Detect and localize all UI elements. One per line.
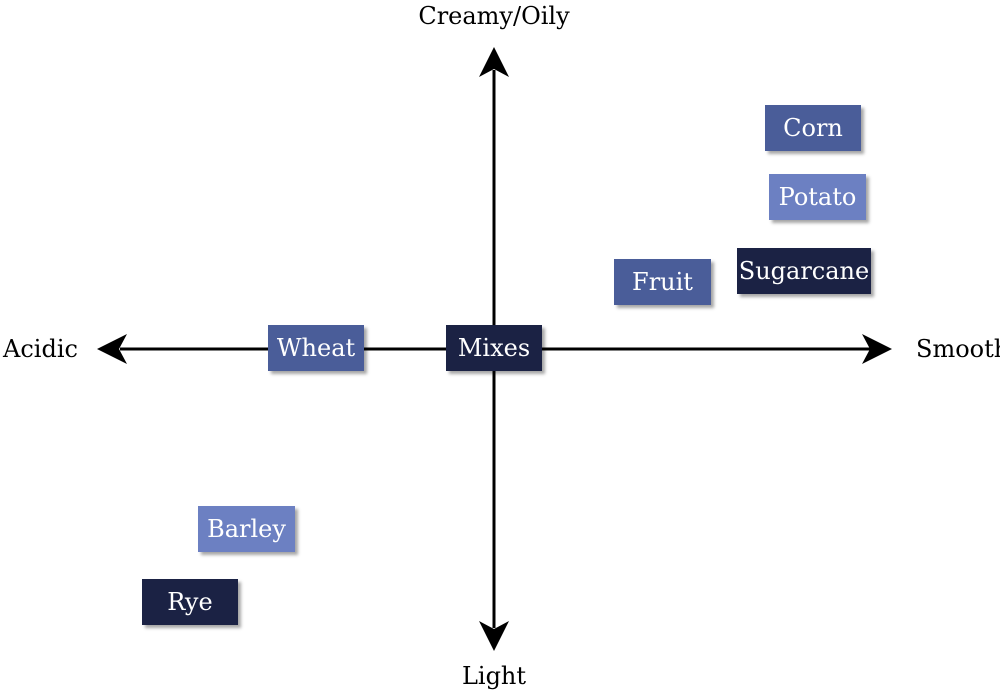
left-arrowhead — [97, 334, 127, 364]
right-arrowhead — [862, 334, 892, 364]
category-box-rye: Rye — [142, 579, 238, 625]
category-box-potato: Potato — [769, 174, 866, 220]
axis-label-left: Acidic — [3, 335, 78, 363]
axis-label-bottom: Light — [461, 662, 527, 690]
bottom-arrowhead — [479, 621, 509, 651]
axis-label-right: Smooth — [916, 335, 1000, 363]
category-box-wheat: Wheat — [268, 325, 364, 371]
category-box-mixes: Mixes — [446, 325, 542, 371]
category-box-sugarcane: Sugarcane — [737, 248, 871, 294]
category-box-fruit: Fruit — [614, 259, 711, 305]
top-arrowhead — [479, 47, 509, 77]
axis-label-top: Creamy/Oily — [418, 2, 570, 30]
category-box-barley: Barley — [198, 506, 295, 552]
category-box-corn: Corn — [765, 105, 861, 151]
